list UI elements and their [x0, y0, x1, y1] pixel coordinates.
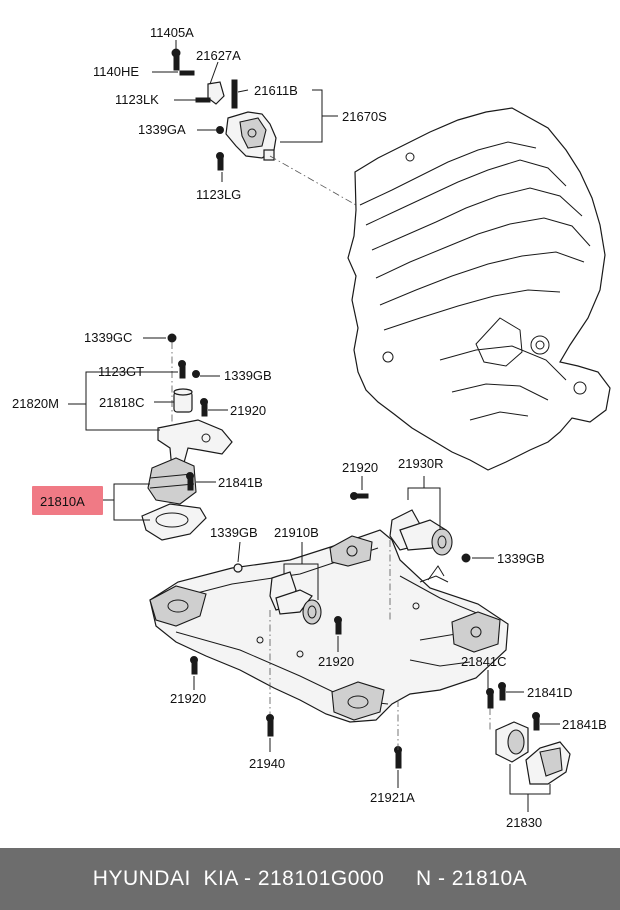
label-1339GB-top: 1339GB: [224, 368, 272, 383]
left-mount-assembly: [141, 333, 233, 541]
leader-lines-left: [68, 337, 228, 521]
label-21670S: 21670S: [342, 109, 387, 124]
label-21930R: 21930R: [398, 456, 444, 471]
label-1339GB-right: 1339GB: [497, 551, 545, 566]
label-21920-b: 21920: [342, 460, 378, 475]
label-21940: 21940: [249, 756, 285, 771]
label-11405A: 11405A: [150, 25, 194, 40]
label-1123LG: 1123LG: [196, 187, 241, 202]
label-21810A: 21810A: [40, 494, 85, 509]
subframe-bolts: [190, 656, 402, 769]
label-21830: 21830: [506, 815, 542, 830]
label-21920-c: 21920: [318, 654, 354, 669]
label-1339GB-left: 1339GB: [210, 525, 258, 540]
callout-labels: 11405A 1140HE 21627A 21611B 1123LK 21670…: [12, 25, 607, 830]
label-1339GC: 1339GC: [84, 330, 132, 345]
leader-lines-lower: [193, 476, 560, 812]
upper-mount-bracket: [171, 48, 277, 171]
label-21920-d: 21920: [170, 691, 206, 706]
label-21820M: 21820M: [12, 396, 59, 411]
label-21921A: 21921A: [370, 790, 415, 805]
transmission-mount: [486, 682, 571, 785]
label-21627A: 21627A: [196, 48, 241, 63]
rear-roll-mount: [350, 492, 471, 620]
label-1123GT: 1123GT: [98, 364, 144, 379]
parts-diagram: 11405A 1140HE 21627A 21611B 1123LK 21670…: [12, 25, 611, 830]
engine-block: [347, 107, 611, 471]
subframe: [149, 529, 509, 723]
label-1140HE: 1140HE: [93, 64, 139, 79]
front-roll-mount: [233, 563, 342, 720]
label-21920-a: 21920: [230, 403, 266, 418]
leader-lines-top: [152, 40, 357, 206]
label-21841B-a: 21841B: [218, 475, 263, 490]
label-21841D: 21841D: [527, 685, 573, 700]
label-21910B: 21910B: [274, 525, 319, 540]
label-21611B: 21611B: [254, 83, 298, 98]
label-1123LK: 1123LK: [115, 92, 159, 107]
label-21818C: 21818C: [99, 395, 145, 410]
highlight-box: [32, 486, 103, 515]
label-1339GA: 1339GA: [138, 122, 186, 137]
label-21841C: 21841C: [461, 654, 507, 669]
label-21841B-b: 21841B: [562, 717, 607, 732]
part-number-footer: HYUNDAI KIA - 218101G000 N - 21810A: [0, 848, 620, 910]
